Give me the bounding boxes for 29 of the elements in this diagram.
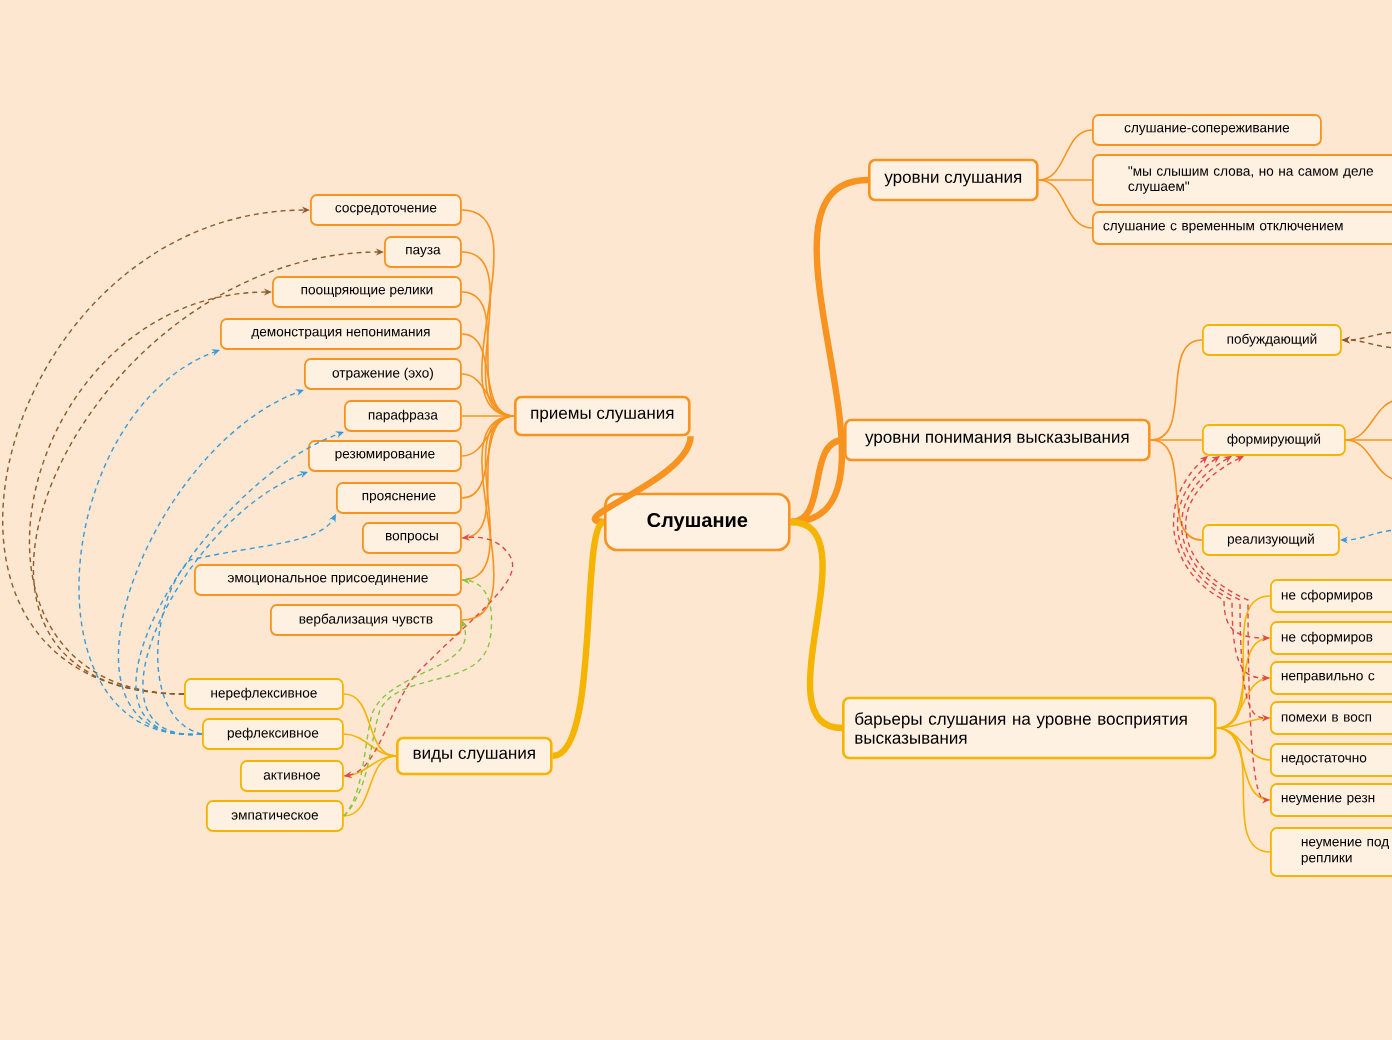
dashed-arrow — [142, 471, 308, 735]
branch-line — [1345, 439, 1392, 441]
topic-box: уровни слушания — [868, 158, 1039, 202]
topic-box: барьеры слушания на уровне восприятия высказывания — [842, 696, 1217, 760]
branch-line — [343, 755, 397, 817]
dashed-arrow — [117, 389, 304, 735]
dashed-arrow — [78, 349, 220, 735]
branch-line — [1345, 439, 1392, 481]
topic-box: виды слушания — [396, 736, 553, 776]
central-topic: Слушание — [604, 492, 791, 552]
branch-line — [1215, 717, 1271, 729]
branch-line — [461, 373, 515, 417]
branch-line — [461, 415, 515, 417]
branch-line — [551, 519, 607, 759]
branch-line — [1037, 179, 1093, 181]
branch-line — [1149, 439, 1203, 441]
dashed-arrow — [135, 431, 344, 735]
branch-line — [1149, 439, 1203, 541]
branch-line — [1345, 399, 1392, 441]
branch-line — [790, 436, 845, 526]
branch-line — [343, 733, 397, 757]
topic-box: приемы слушания — [514, 395, 691, 437]
branch-line — [1037, 179, 1093, 229]
branch-line — [1215, 727, 1271, 853]
branch-line — [461, 415, 515, 499]
branch-line — [461, 415, 515, 621]
branch-line — [592, 435, 694, 526]
branch-line — [343, 693, 397, 757]
topic-box: уровни понимания высказывания — [844, 418, 1151, 462]
